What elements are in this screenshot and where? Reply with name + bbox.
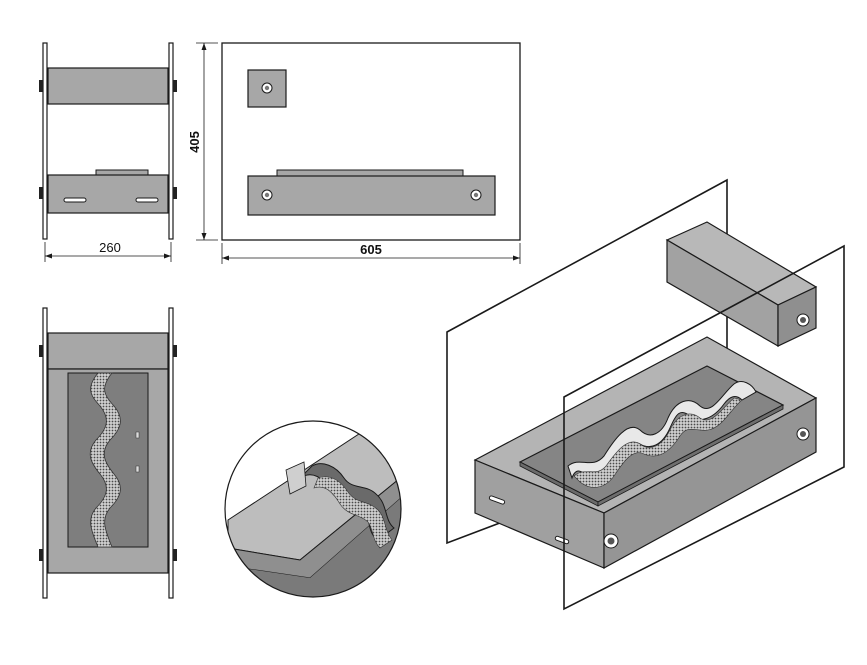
top-glass-left: [42, 307, 48, 599]
iso-burner-side: [603, 396, 817, 570]
bolt-head: [39, 549, 43, 561]
iso-glass-front: [563, 244, 845, 611]
side-glass-left: [42, 42, 48, 240]
top-wall-bracket: [47, 332, 169, 370]
top-view: [39, 307, 177, 599]
front-height-dimension: 405: [187, 131, 202, 153]
detail-callout: [224, 420, 402, 598]
bolt-head: [173, 187, 177, 199]
isometric-view: [446, 178, 845, 611]
front-view: 405 605: [187, 42, 521, 264]
bolt-head: [39, 345, 43, 357]
bolt-head: [39, 80, 43, 92]
side-slot-left: [63, 197, 87, 203]
side-wall-bracket: [47, 67, 169, 105]
side-width-dimension: 260: [99, 240, 121, 255]
top-glass-right: [168, 307, 174, 599]
top-flame-mesh: [89, 372, 121, 548]
side-slot-right: [135, 197, 159, 203]
bolt-head: [173, 345, 177, 357]
side-burner-box: [47, 174, 169, 214]
side-burner-top: [95, 169, 149, 176]
front-width-dimension: 605: [360, 242, 382, 257]
bolt-head: [173, 80, 177, 92]
side-view: 260: [39, 42, 177, 262]
bolt-head: [173, 549, 177, 561]
bolt-head: [39, 187, 43, 199]
front-burner-box: [247, 175, 496, 216]
front-burner-top: [276, 169, 464, 177]
detail-circle-frame: [224, 420, 402, 598]
side-glass-right: [168, 42, 174, 240]
